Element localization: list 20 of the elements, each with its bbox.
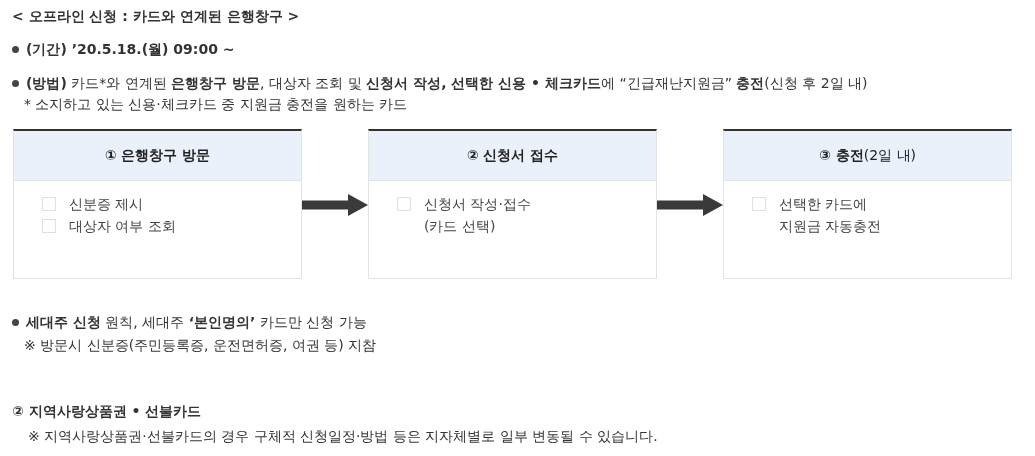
note-text: ※ 방문시 신분증(주민등록증, 운전면허증, 여권 등) 지참	[24, 336, 377, 355]
step-item: 선택한 카드에 지원금 자동충전	[779, 195, 883, 236]
bullet-text: (기간) ’20.5.18.(월) 09:00 ~	[26, 40, 235, 59]
section-heading: ② 지역사랑상품권 • 선불카드	[12, 402, 202, 421]
arrow	[302, 194, 368, 216]
footnote-text: * 소지하고 있는 신용·체크카드 중 지원금 충전을 원하는 카드	[24, 95, 408, 114]
bullet-text: 세대주 신청 원칙, 세대주 ‘본인명의’ 카드만 신청 가능	[26, 313, 367, 332]
step-item: 신분증 제시	[69, 195, 145, 214]
arrow	[657, 194, 723, 216]
page-title: < 오프라인 신청 : 카드와 연계된 은행창구 >	[12, 7, 300, 26]
bullet-text: (방법) 카드*와 연계된 은행창구 방문, 대상자 조회 및 신청서 작성, 선택한 신용 • 체크카드에 “긴급재난지원금” 충전(신청 후 2일 내)	[26, 74, 868, 93]
step-heading: ③ 충전(2일 내)	[724, 131, 1011, 181]
note-text: ※ 지역사랑상품권·선불카드의 경우 구체적 신청일정·방법 등은 지자체별로 일부 변동될 수 있습니다.	[28, 427, 658, 446]
step-item: 신청서 작성·접수 (카드 선택)	[424, 195, 532, 236]
step-heading: ① 은행창구 방문	[14, 131, 301, 181]
step-item: 대상자 여부 조회	[69, 217, 177, 236]
step-heading: ② 신청서 접수	[369, 131, 656, 181]
step-card	[368, 129, 657, 279]
step-card	[723, 129, 1012, 279]
step-card	[13, 129, 302, 279]
